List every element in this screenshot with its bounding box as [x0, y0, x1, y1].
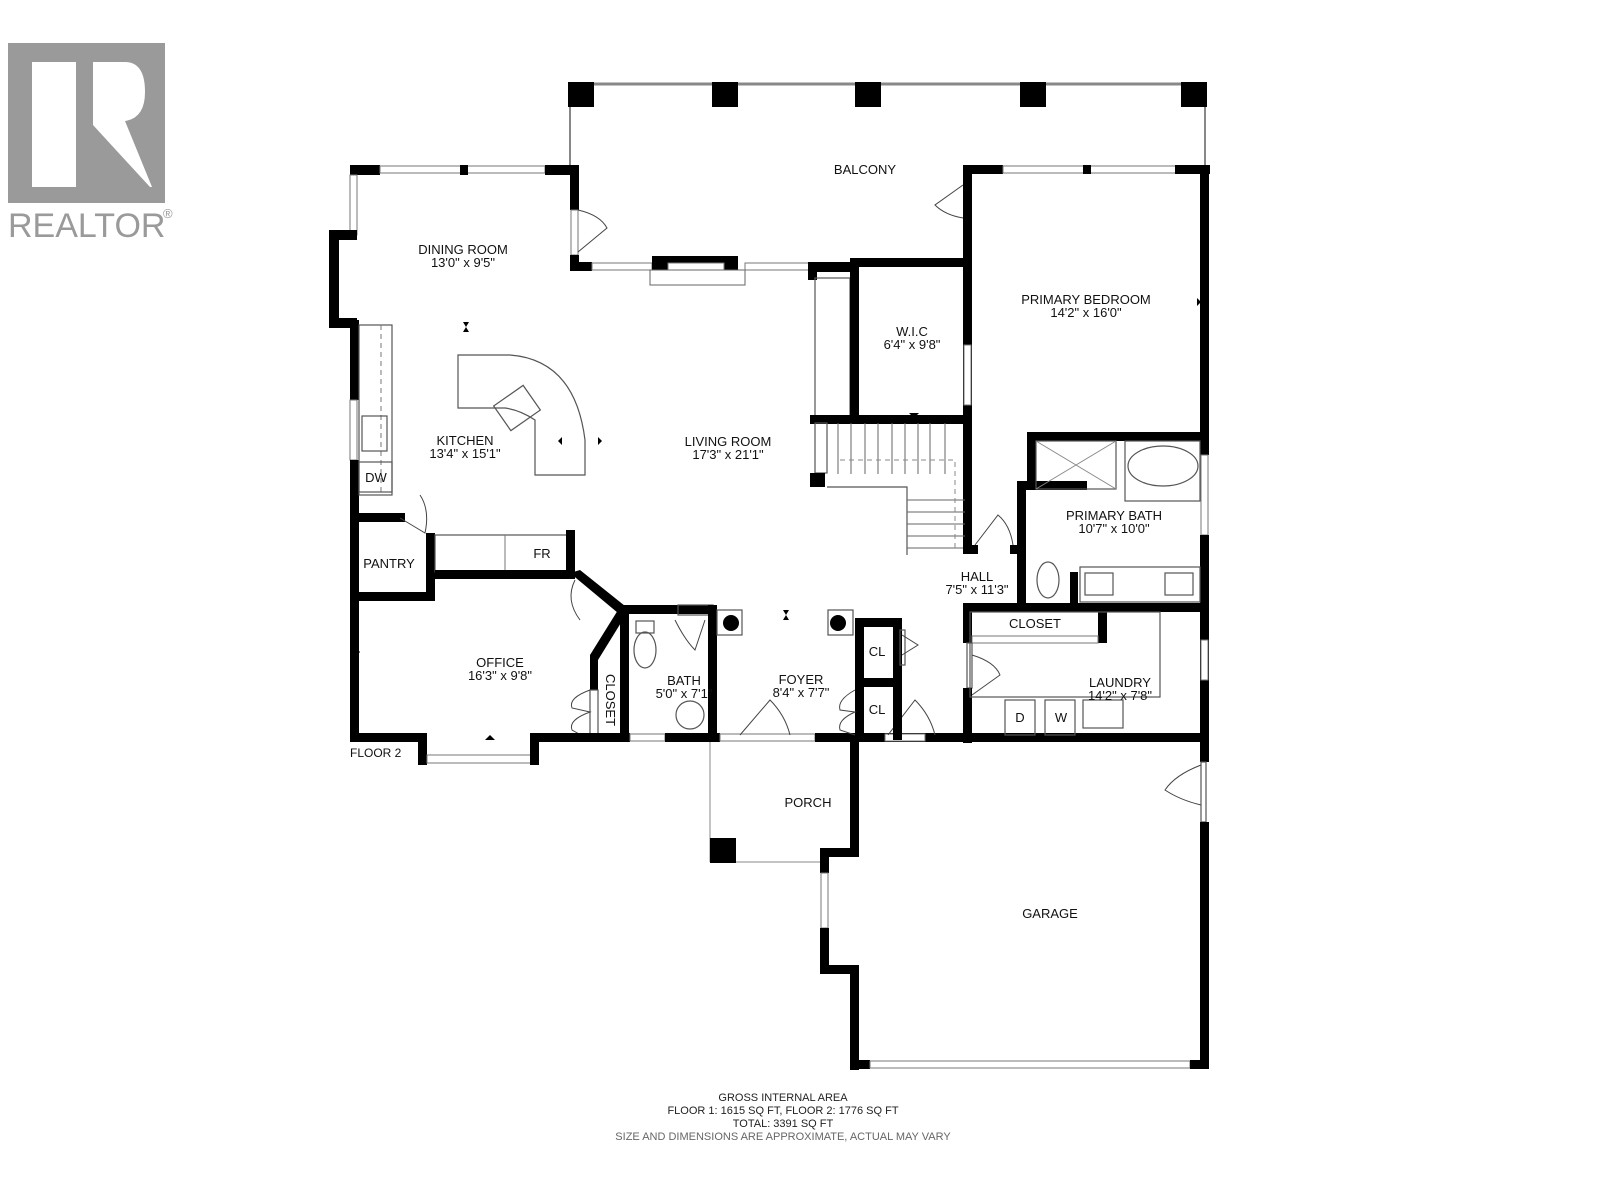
floor-label: FLOOR 2 [350, 746, 402, 760]
room-foyer-name: FOYER [779, 672, 824, 687]
room-office-name: OFFICE [476, 655, 524, 670]
area-summary: GROSS INTERNAL AREA FLOOR 1: 1615 SQ FT,… [615, 1092, 951, 1143]
room-closet-name: CLOSET [1009, 616, 1061, 631]
room-fridge-name: FR [533, 546, 550, 561]
footer-line-2: FLOOR 1: 1615 SQ FT, FLOOR 2: 1776 SQ FT [667, 1105, 898, 1117]
room-dishwasher-name: DW [365, 470, 387, 485]
room-bath-dims: 5'0" x 7'1" [656, 686, 713, 701]
room-labels: BALCONY DINING ROOM 13'0" x 9'5" KITCHEN… [350, 162, 1162, 921]
room-laundry-name: LAUNDRY [1089, 675, 1151, 690]
room-primary-bath-dims: 10'7" x 10'0" [1078, 521, 1150, 536]
room-office-closet-name: CLOSET [603, 674, 618, 726]
room-cl-lower-name: CL [869, 702, 886, 717]
markers [356, 262, 1201, 740]
room-hall-name: HALL [961, 569, 994, 584]
balcony [568, 82, 1207, 219]
room-dining-dims: 13'0" x 9'5" [431, 255, 495, 270]
walls [329, 165, 1210, 765]
room-primary-bedroom-name: PRIMARY BEDROOM [1021, 292, 1151, 307]
room-porch-name: PORCH [785, 795, 832, 810]
room-balcony-name: BALCONY [834, 162, 896, 177]
room-cl-upper-name: CL [869, 644, 886, 659]
footer-line-1: GROSS INTERNAL AREA [718, 1092, 848, 1104]
room-garage-name: GARAGE [1022, 906, 1078, 921]
room-wic-dims: 6'4" x 9'8" [884, 337, 941, 352]
room-washer-name: W [1055, 710, 1068, 725]
room-dryer-name: D [1015, 710, 1024, 725]
room-office-dims: 16'3" x 9'8" [468, 668, 532, 683]
room-wic-name: W.I.C [896, 324, 928, 339]
room-kitchen-name: KITCHEN [436, 433, 493, 448]
room-kitchen-dims: 13'4" x 15'1" [429, 446, 501, 461]
room-living-name: LIVING ROOM [685, 434, 772, 449]
room-primary-bedroom-dims: 14'2" x 16'0" [1050, 305, 1122, 320]
room-bath-name: BATH [667, 673, 701, 688]
room-primary-bath-name: PRIMARY BATH [1066, 508, 1162, 523]
room-laundry-dims: 14'2" x 7'8" [1088, 688, 1152, 703]
logo-text: REALTOR [8, 207, 165, 245]
logo-reg-mark: ® [163, 206, 173, 221]
room-dining-name: DINING ROOM [418, 242, 508, 257]
room-living-dims: 17'3" x 21'1" [692, 447, 764, 462]
staircase [810, 422, 965, 555]
footer-line-4: SIZE AND DIMENSIONS ARE APPROXIMATE, ACT… [615, 1131, 951, 1143]
room-foyer-dims: 8'4" x 7'7" [773, 685, 830, 700]
realtor-logo: REALTOR ® [8, 43, 173, 245]
footer-line-3: TOTAL: 3391 SQ FT [733, 1118, 834, 1130]
porch-garage [709, 742, 1209, 1070]
room-pantry-name: PANTRY [363, 556, 415, 571]
room-hall-dims: 7'5" x 11'3" [945, 582, 1008, 597]
